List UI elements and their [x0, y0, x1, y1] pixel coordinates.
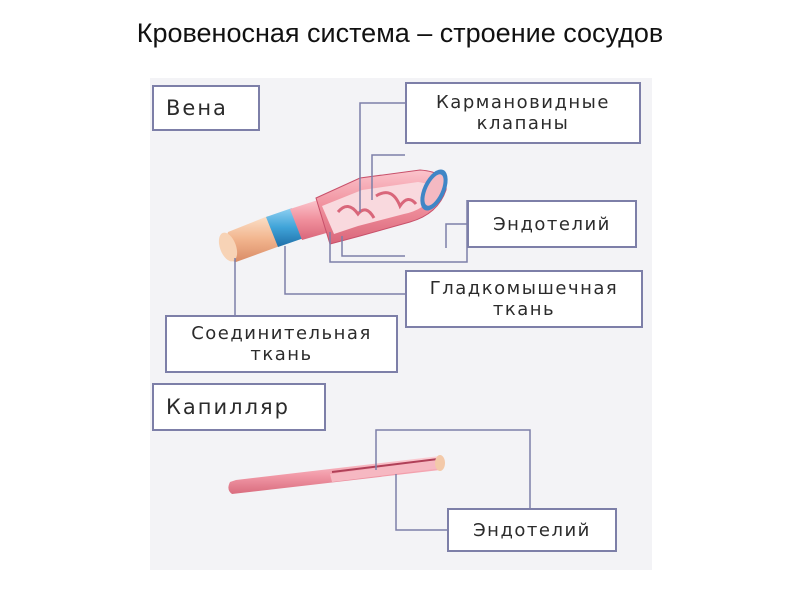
capillary-end [435, 455, 445, 471]
label-smooth-line2: ткань [492, 299, 556, 320]
vein-lumen [322, 182, 433, 234]
vein-heading: Вена [152, 85, 260, 131]
leader-smooth-2 [284, 246, 405, 295]
leader-capillary-2 [395, 474, 447, 531]
label-endothelium-capillary: Эндотелий [447, 508, 617, 552]
leader-valves-2 [371, 154, 405, 200]
capillary-illustration [228, 455, 445, 494]
leader-smooth-1 [341, 236, 405, 257]
label-valves-line1: Кармановидные [436, 92, 610, 113]
vein-illustration [218, 169, 448, 262]
label-smooth-muscle: Гладкомышечная ткань [405, 270, 643, 328]
label-smooth-line1: Гладкомышечная [429, 278, 619, 299]
vein-outer-layer [225, 216, 280, 262]
leader-valves-1 [359, 102, 405, 212]
label-connective-line2: ткань [250, 344, 313, 365]
label-connective: Соединительная ткань [165, 315, 398, 373]
label-endothelium-vein: Эндотелий [467, 200, 637, 248]
valve-right [375, 191, 418, 210]
label-valves: Кармановидные клапаны [405, 82, 641, 144]
capillary-cut [330, 460, 442, 482]
leader-lines [234, 102, 531, 531]
valve-left [336, 205, 376, 219]
leader-capillary-1 [375, 429, 531, 510]
capillary-lumen-line [331, 458, 439, 473]
page-title: Кровеносная система – строение сосудов [136, 18, 664, 48]
label-valves-line2: клапаны [476, 113, 570, 134]
vein-end-cap [218, 232, 238, 262]
leader-endothelium [445, 223, 467, 248]
capillary-heading: Капилляр [152, 383, 326, 431]
label-connective-line1: Соединительная [191, 323, 372, 344]
vein-open-end-inner [424, 174, 444, 206]
